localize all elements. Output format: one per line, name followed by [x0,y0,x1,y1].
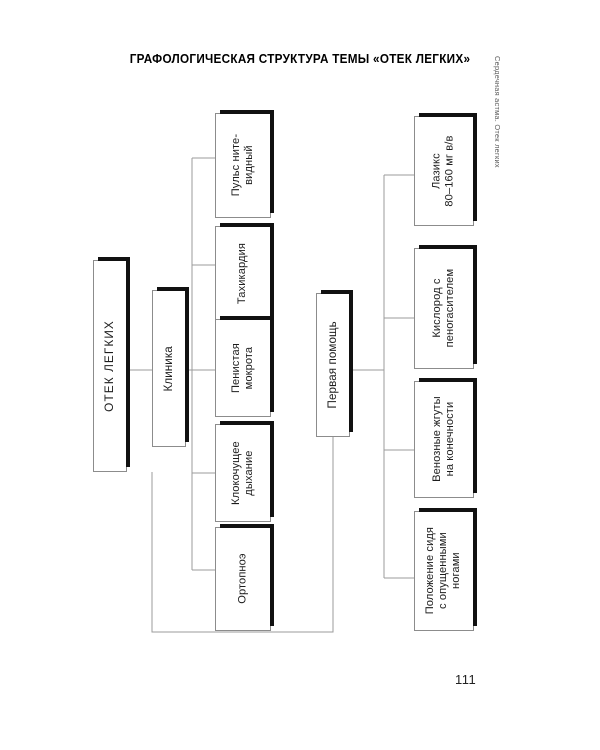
node-pulse-thready[interactable]: Пульс ните- видный [215,110,274,218]
node-root[interactable]: ОТЕК ЛЕГКИХ [93,257,130,472]
node-clinic[interactable]: Клиника [152,287,189,447]
node-foamy-sputum[interactable]: Пенистая мокрота [215,316,274,417]
node-foamy-sputum-label: Пенистая мокрота [229,343,255,393]
node-bubbling-breathing-label: Клокочущее дыхание [229,441,255,505]
node-oxygen-antifoam-label: Кислород с пеногасителем [430,269,456,348]
node-orthopnea[interactable]: Ортопноэ [215,524,274,631]
node-tachycardia[interactable]: Тахикардия [215,223,274,322]
page-title: ГРАФОЛОГИЧЕСКАЯ СТРУКТУРА ТЕМЫ «ОТЕК ЛЕГ… [129,52,471,66]
node-pulse-thready-label: Пульс ните- видный [229,134,255,197]
node-first-aid[interactable]: Первая помощь [316,290,353,437]
node-lasix[interactable]: Лазикс 80–160 мг в/в [414,113,477,226]
node-tachycardia-label: Тахикардия [236,243,249,305]
node-clinic-label: Клиника [162,345,176,392]
running-head: Сердечная астма. Отек легких [493,56,502,168]
node-first-aid-label: Первая помощь [326,321,340,409]
node-orthopnea-label: Ортопноэ [236,553,249,605]
node-bubbling-breathing[interactable]: Клокочущее дыхание [215,421,274,522]
node-sitting-position[interactable]: Положение сидя с опущенными ногами [414,508,477,631]
node-oxygen-antifoam[interactable]: Кислород с пеногасителем [414,245,477,369]
page-number: 111 [455,672,477,687]
node-venous-tourniquets-label: Венозные жгуты на конечности [430,396,456,483]
node-root-label: ОТЕК ЛЕГКИХ [102,320,117,412]
node-venous-tourniquets[interactable]: Венозные жгуты на конечности [414,378,477,498]
node-sitting-position-label: Положение сидя с опущенными ногами [424,527,463,615]
node-lasix-label: Лазикс 80–160 мг в/в [430,135,456,207]
